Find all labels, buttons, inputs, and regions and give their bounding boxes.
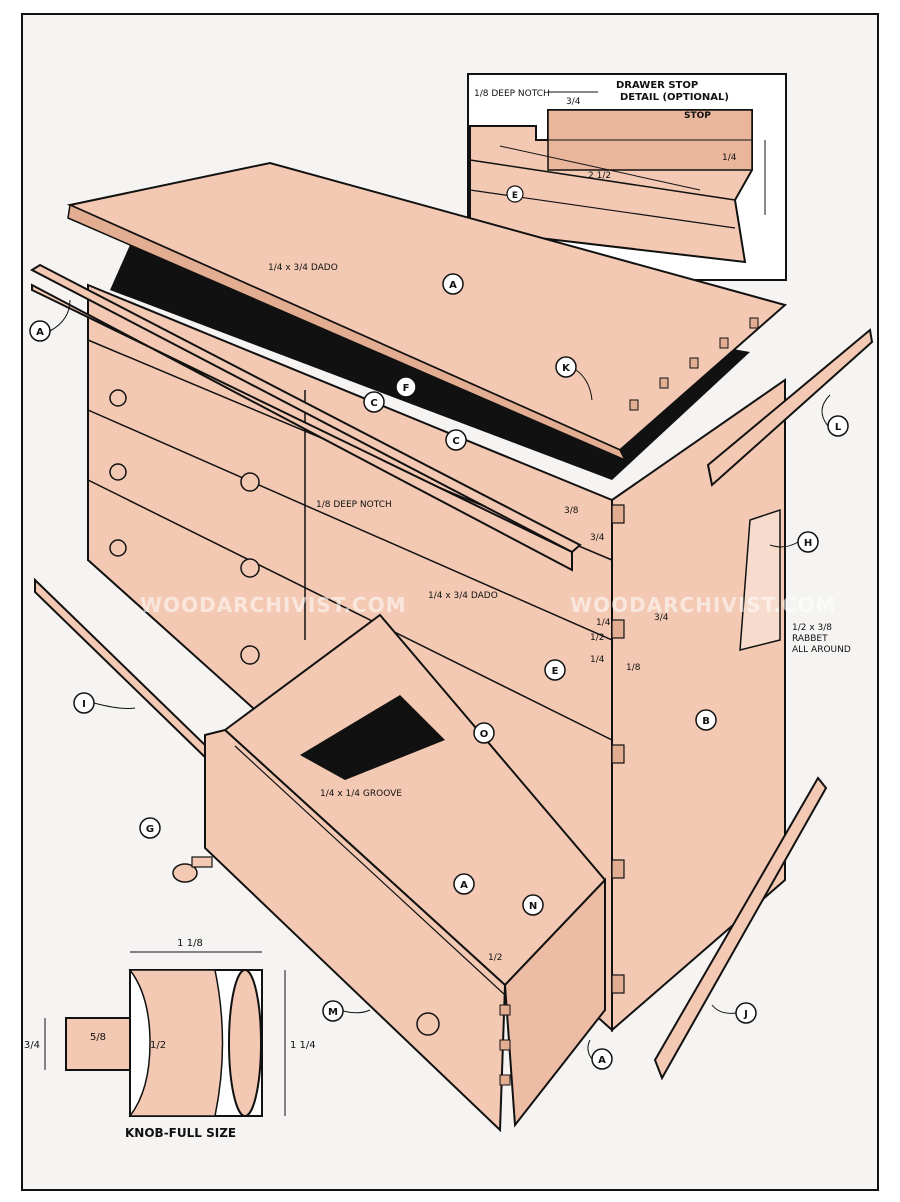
knob-caption: KNOB-FULL SIZE	[125, 1126, 236, 1140]
dim-12a: 1/2	[590, 633, 604, 643]
inset-part-label: E	[512, 191, 518, 201]
part-O: O	[480, 729, 489, 740]
part-C1: C	[452, 436, 459, 447]
dim-18: 1/8	[626, 663, 641, 673]
part-F: F	[403, 383, 410, 394]
callout-groove: 1/4 x 1/4 GROOVE	[320, 789, 402, 799]
watermark-left: WOODARCHIVIST.COM	[140, 593, 407, 617]
part-G: G	[146, 824, 154, 835]
callout-rabbet-2: RABBET	[792, 634, 828, 644]
knob-dim-top: 1 1/8	[177, 938, 203, 949]
loose-knob	[172, 863, 198, 883]
part-M: M	[328, 1007, 338, 1018]
part-A-bottom: A	[598, 1055, 606, 1066]
knob-dim-right: 1 1/4	[290, 1040, 316, 1051]
callout-labels: 1/4 x 3/4 DADO 1/8 DEEP NOTCH 1/4 x 3/4 …	[268, 263, 851, 963]
part-I: I	[82, 699, 86, 710]
callout-rabbet-1: 1/2 x 3/8	[792, 623, 832, 633]
dim-14b: 1/4	[590, 655, 605, 665]
drawer-knob	[416, 1012, 440, 1036]
part-C2: C	[370, 398, 377, 409]
callout-deep-notch: 1/8 DEEP NOTCH	[316, 500, 392, 510]
rails	[29, 263, 874, 1081]
watermark-right: WOODARCHIVIST.COM	[570, 593, 837, 617]
part-H: H	[804, 538, 812, 549]
inset-dim-b: 2 1/2	[588, 171, 611, 181]
top-panel	[66, 161, 788, 462]
dim-34b: 3/4	[654, 613, 669, 623]
inset-stop-label: STOP	[684, 111, 711, 121]
part-A-drawer: A	[460, 880, 468, 891]
drawer-assembly	[172, 613, 607, 1133]
callout-dado-top: 1/4 x 3/4 DADO	[268, 263, 338, 273]
inset-dim-c: 1/4	[722, 153, 737, 163]
dim-12b: 1/2	[488, 953, 502, 963]
callout-dado-mid: 1/4 x 3/4 DADO	[428, 591, 498, 601]
inset-dim-a: 3/4	[566, 97, 581, 107]
leader-lines	[49, 299, 831, 1060]
callout-rabbet-3: ALL AROUND	[792, 645, 851, 655]
dim-38: 3/8	[564, 506, 579, 516]
knob-dim-left: 3/4	[24, 1040, 40, 1051]
part-B: B	[702, 716, 710, 727]
part-E: E	[552, 666, 559, 677]
dim-14a: 1/4	[596, 618, 611, 628]
inset-notch-label: 1/8 DEEP NOTCH	[474, 89, 550, 99]
part-A-left: A	[36, 327, 44, 338]
part-K: K	[562, 363, 571, 374]
knob-dim-tenon: 5/8	[90, 1032, 106, 1043]
dim-34: 3/4	[590, 533, 605, 543]
part-N: N	[529, 901, 537, 912]
knob-detail: 1 1/8 3/4 5/8 1/2 1 1/4 KNOB-FULL SIZE	[24, 938, 316, 1140]
knob-dim-neck: 1/2	[150, 1040, 166, 1051]
inset-title-line2: DETAIL (OPTIONAL)	[620, 92, 729, 103]
part-J: J	[743, 1009, 748, 1020]
inset-title-line1: DRAWER STOP	[616, 80, 698, 91]
part-L: L	[835, 422, 842, 433]
part-A-top: A	[449, 280, 457, 291]
